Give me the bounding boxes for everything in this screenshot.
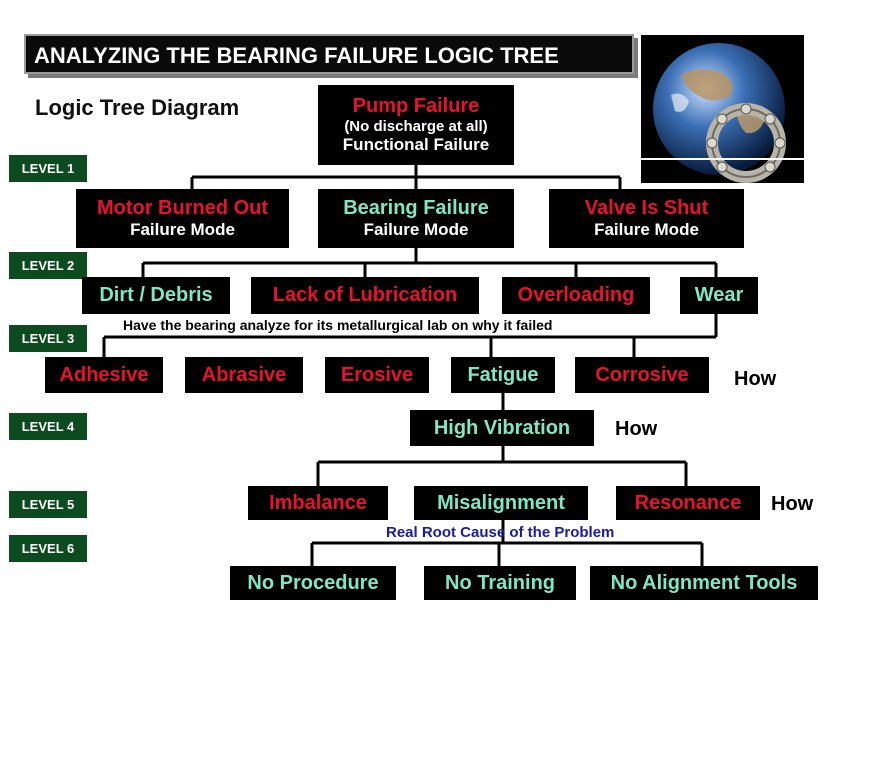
root-node-pump-failure: Pump Failure (No discharge at all) Funct… (318, 85, 514, 165)
mode-title: Motor Burned Out (96, 197, 269, 219)
page-title: ANALYZING THE BEARING FAILURE LOGIC TREE (34, 43, 559, 68)
level-6-label: LEVEL 6 (9, 535, 87, 562)
globe-bearing-image (641, 35, 804, 183)
root-cause-no-training: No Training (424, 566, 576, 600)
how-label-1: How (734, 368, 777, 390)
wear-node-fatigue: Fatigue (451, 357, 555, 393)
level-1-label: LEVEL 1 (9, 155, 87, 182)
level-4-label: LEVEL 4 (9, 413, 87, 440)
level-2-label: LEVEL 2 (9, 252, 87, 279)
high-vibration-node: High Vibration (410, 410, 594, 446)
vibration-cause-imbalance: Imbalance (248, 486, 388, 520)
mode-title: Bearing Failure (343, 197, 489, 219)
cause-node-wear: Wear (680, 277, 758, 314)
root-cause-no-alignment-tools: No Alignment Tools (590, 566, 818, 600)
mode-sub: Failure Mode (130, 220, 235, 239)
root-title: Pump Failure (352, 95, 480, 117)
cause-node-dirt: Dirt / Debris (82, 277, 230, 314)
wear-node-adhesive: Adhesive (45, 357, 163, 393)
diagram-subtitle: Logic Tree Diagram (35, 95, 240, 120)
how-label-3: How (771, 493, 814, 515)
mode-node-motor: Motor Burned Out Failure Mode (76, 189, 289, 248)
level-3-label: LEVEL 3 (9, 325, 87, 352)
root-type: Functional Failure (342, 135, 490, 154)
wear-node-corrosive: Corrosive (575, 357, 709, 393)
wear-node-erosive: Erosive (325, 357, 429, 393)
mode-title: Valve Is Shut (584, 197, 709, 219)
mode-node-valve: Valve Is Shut Failure Mode (549, 189, 744, 248)
cause-node-overloading: Overloading (502, 277, 650, 314)
root-cause-no-procedure: No Procedure (230, 566, 396, 600)
metallurgical-lab-note: Have the bearing analyze for its metallu… (123, 317, 553, 333)
mode-sub: Failure Mode (594, 220, 699, 239)
real-root-cause-note: Real Root Cause of the Problem (386, 524, 615, 541)
level-5-label: LEVEL 5 (9, 491, 87, 518)
wear-node-abrasive: Abrasive (185, 357, 303, 393)
mode-sub: Failure Mode (363, 220, 469, 239)
vibration-cause-misalignment: Misalignment (414, 486, 588, 520)
root-detail: (No discharge at all) (344, 118, 488, 135)
how-label-2: How (615, 418, 658, 440)
page-title-banner: ANALYZING THE BEARING FAILURE LOGIC TREE (24, 34, 634, 74)
vibration-cause-resonance: Resonance (616, 486, 760, 520)
cause-node-lubrication: Lack of Lubrication (251, 277, 479, 314)
mode-node-bearing: Bearing Failure Failure Mode (318, 189, 514, 248)
